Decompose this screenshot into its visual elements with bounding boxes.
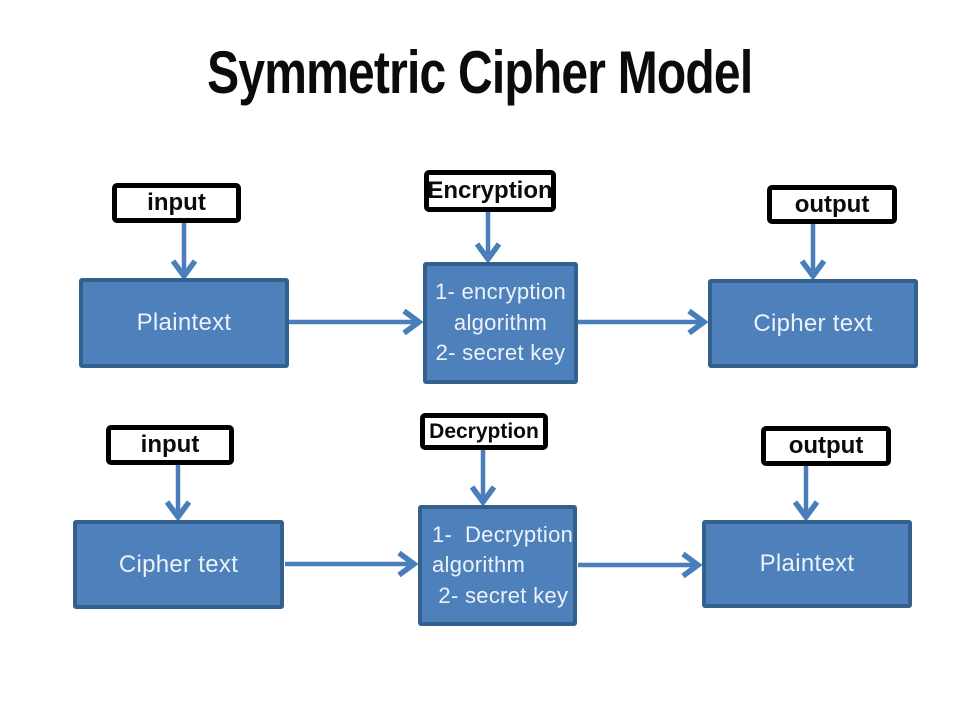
decryption-algorithm-line-3: 2- secret key bbox=[432, 582, 569, 608]
box-ciphertext-result-label: Cipher text bbox=[753, 309, 873, 337]
label-input-encryption: input bbox=[147, 189, 206, 216]
label-box-encryption: Encryption bbox=[424, 170, 556, 212]
box-plaintext-result: Plaintext bbox=[702, 520, 912, 608]
box-ciphertext-source: Cipher text bbox=[73, 520, 284, 609]
arrow-input-to-ciphertext bbox=[164, 465, 192, 522]
decryption-algorithm-line-1: 1- Decryption bbox=[432, 521, 574, 547]
arrow-output-to-ciphertext bbox=[799, 224, 827, 281]
box-plaintext-result-label: Plaintext bbox=[759, 550, 855, 577]
arrow-ciphertext-to-decryption-algorithm bbox=[285, 550, 419, 578]
encryption-algorithm-line-3: 2- secret key bbox=[435, 340, 566, 366]
arrow-plaintext-to-encryption-algorithm bbox=[289, 308, 424, 336]
arrow-encryption-algorithm-to-ciphertext bbox=[578, 308, 709, 336]
arrow-encryption-to-algorithm bbox=[474, 212, 502, 264]
arrow-output-to-plaintext bbox=[792, 466, 820, 522]
box-ciphertext-source-label: Cipher text bbox=[118, 550, 239, 578]
decryption-algorithm-line-2: algorithm bbox=[432, 552, 526, 578]
encryption-algorithm-line-2: algorithm bbox=[453, 309, 548, 335]
label-output-encryption: output bbox=[794, 190, 870, 218]
label-encryption: Encryption bbox=[427, 177, 553, 204]
box-ciphertext-result: Cipher text bbox=[708, 279, 918, 368]
box-plaintext-source: Plaintext bbox=[79, 278, 289, 368]
box-decryption-algorithm: 1- Decryption algorithm 2- secret key bbox=[418, 505, 577, 626]
label-box-output-encryption: output bbox=[767, 185, 897, 224]
page-title: Symmetric Cipher Model bbox=[0, 38, 960, 107]
arrow-input-to-plaintext bbox=[170, 223, 198, 281]
label-output-decryption: output bbox=[788, 432, 864, 459]
arrow-decryption-to-algorithm bbox=[469, 450, 497, 507]
encryption-algorithm-line-1: 1- encryption bbox=[434, 279, 567, 305]
label-decryption: Decryption bbox=[429, 419, 539, 443]
box-encryption-algorithm: 1- encryption algorithm 2- secret key bbox=[423, 262, 578, 384]
label-input-decryption: input bbox=[140, 431, 200, 458]
label-box-input-decryption: input bbox=[106, 425, 234, 465]
label-box-decryption: Decryption bbox=[420, 413, 548, 450]
label-box-output-decryption: output bbox=[761, 426, 891, 466]
box-plaintext-source-label: Plaintext bbox=[136, 309, 232, 336]
arrow-decryption-algorithm-to-plaintext bbox=[578, 551, 703, 579]
label-box-input-encryption: input bbox=[112, 183, 241, 223]
page-title-text: Symmetric Cipher Model bbox=[207, 39, 753, 106]
